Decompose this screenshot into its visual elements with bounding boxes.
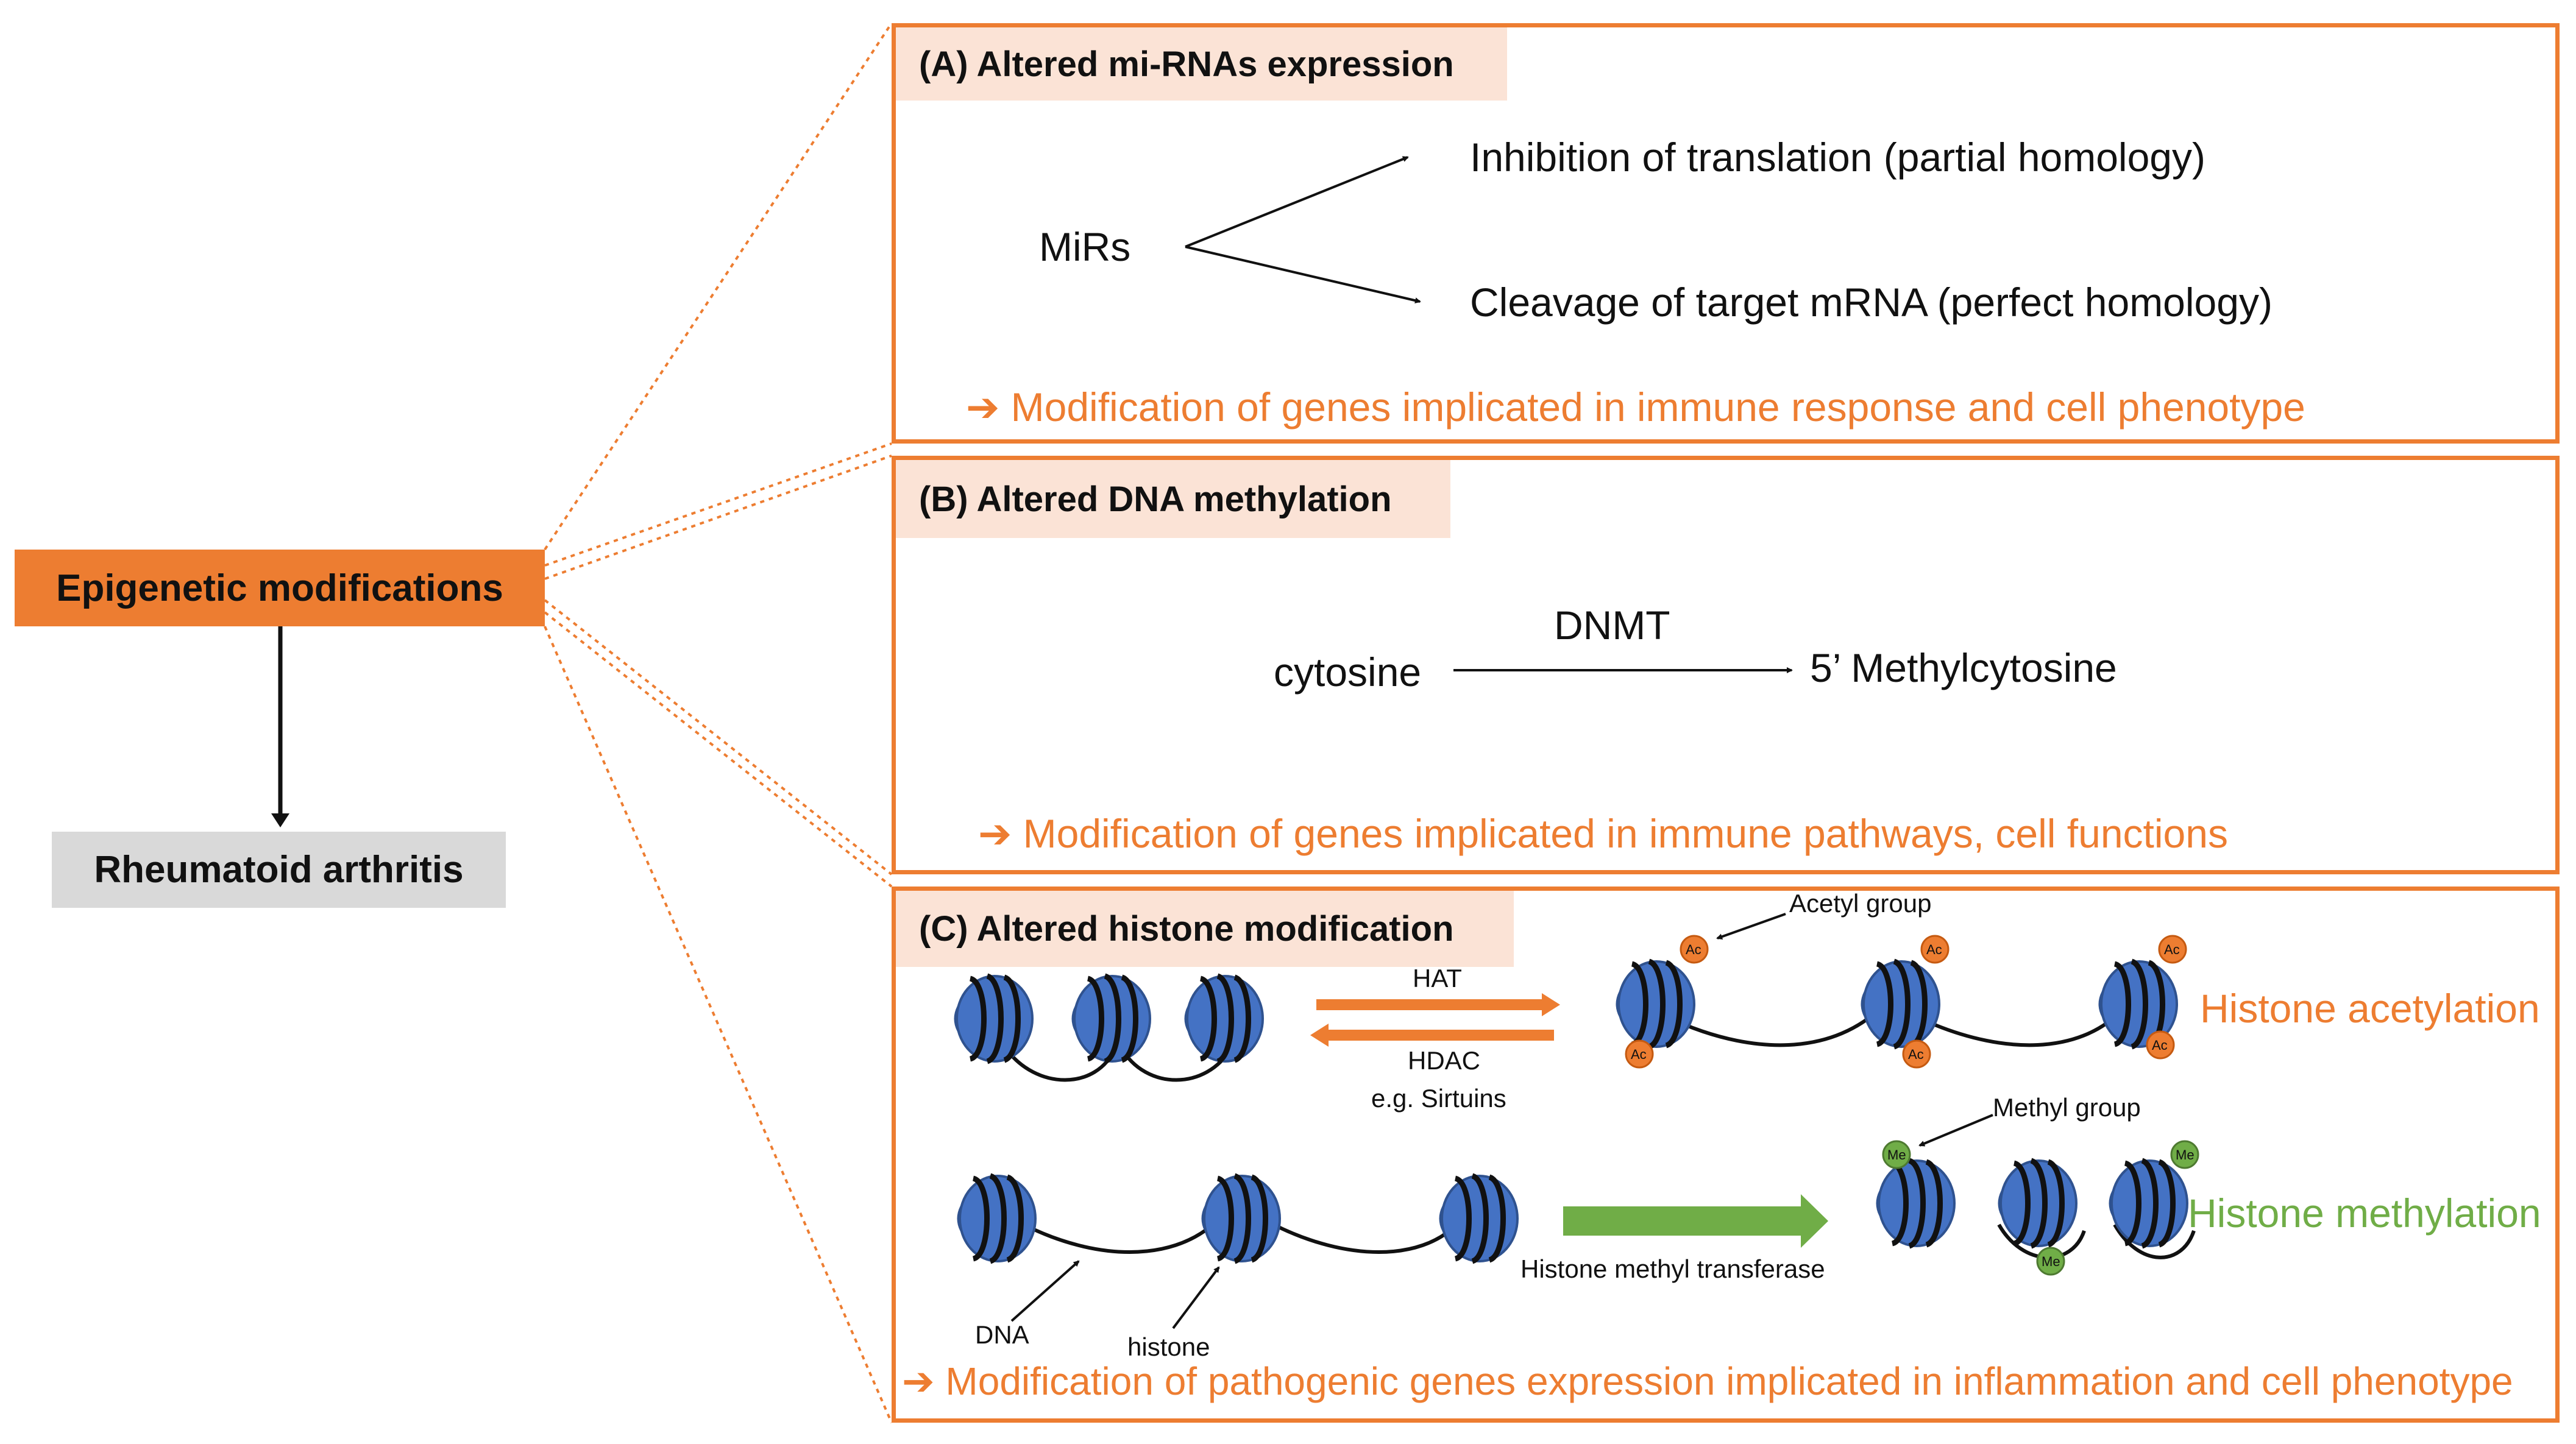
dna-label: DNA bbox=[975, 1320, 1029, 1349]
panel-a-conclusion: ➔ Modification of genes implicated in im… bbox=[966, 387, 2305, 427]
hdac-arrow bbox=[1310, 1024, 1554, 1047]
methyl-group-pointer bbox=[1918, 1114, 1993, 1147]
methylcytosine-label: 5’ Methylcytosine bbox=[1810, 645, 2117, 690]
panel-mirna: (A) Altered mi-RNAs expression bbox=[892, 23, 2560, 444]
hat-label: HAT bbox=[1413, 964, 1462, 993]
panel-histone-modification: (C) Altered histone modification bbox=[892, 887, 2560, 1423]
connector-to-a-bottom bbox=[544, 442, 892, 567]
nucleosome-icon bbox=[2110, 1161, 2187, 1246]
panel-c-title: (C) Altered histone modification bbox=[896, 891, 1514, 967]
conclusion-arrow-icon: ➔ bbox=[902, 1359, 946, 1403]
panel-a-conclusion-text: Modification of genes implicated in immu… bbox=[1010, 384, 2305, 430]
outcome-cleavage: Cleavage of target mRNA (perfect homolog… bbox=[1470, 280, 2273, 325]
ac-mark-label: Ac bbox=[1908, 1047, 1924, 1062]
histone-methyl-transferase-label: Histone methyl transferase bbox=[1520, 1255, 1825, 1283]
epigenetic-label: Epigenetic modifications bbox=[56, 567, 503, 609]
panel-a-title: (A) Altered mi-RNAs expression bbox=[896, 27, 1507, 101]
panel-c-conclusion-text: Modification of pathogenic genes express… bbox=[945, 1359, 2513, 1403]
me-mark-label: Me bbox=[2042, 1254, 2060, 1269]
methyl-group-label: Methyl group bbox=[1993, 1093, 2141, 1122]
methyl-transferase-arrow bbox=[1563, 1194, 1828, 1248]
ac-marks bbox=[1625, 935, 2187, 1069]
me-marks bbox=[1882, 1140, 2199, 1276]
ac-mark-label: Ac bbox=[1926, 942, 1942, 957]
methylated-chromatin bbox=[1877, 1161, 2196, 1259]
ac-mark-label: Ac bbox=[2152, 1038, 2168, 1053]
nucleosome-icon bbox=[1877, 1161, 1954, 1246]
me-mark-label: Me bbox=[2176, 1147, 2195, 1163]
nucleosome-icon bbox=[1073, 976, 1150, 1061]
conclusion-arrow-icon: ➔ bbox=[966, 384, 1011, 430]
connector-to-b-bottom bbox=[544, 599, 893, 876]
panel-b-conclusion: ➔ Modification of genes implicated in im… bbox=[978, 813, 2228, 854]
nucleosome-icon bbox=[1617, 961, 1694, 1047]
ac-mark-label: Ac bbox=[2164, 942, 2180, 957]
dna-pointer bbox=[1010, 1260, 1080, 1322]
cytosine-label: cytosine bbox=[1274, 649, 1422, 695]
histone-acetylation-label: Histone acetylation bbox=[2200, 986, 2540, 1031]
acetyl-group-pointer bbox=[1716, 913, 1786, 940]
nucleosome-icon bbox=[1185, 976, 1263, 1061]
connector-to-b-top bbox=[544, 455, 892, 580]
relaxed-chromatin bbox=[958, 1176, 1517, 1261]
nucleosome-icon bbox=[1440, 1176, 1517, 1261]
epi-to-ra-arrowhead bbox=[271, 813, 289, 827]
histone-label: histone bbox=[1127, 1333, 1210, 1361]
panel-b-conclusion-text: Modification of genes implicated in immu… bbox=[1023, 811, 2228, 856]
ac-mark-label: Ac bbox=[1631, 1047, 1647, 1062]
panel-dna-methylation: (B) Altered DNA methylation bbox=[892, 456, 2560, 874]
dnmt-label: DNMT bbox=[1554, 603, 1670, 648]
outcome-inhibition: Inhibition of translation (partial homol… bbox=[1470, 135, 2205, 180]
mirs-to-inhibition-arrow bbox=[1185, 156, 1409, 248]
nucleosome-icon bbox=[955, 976, 1032, 1061]
connector-to-c-top bbox=[544, 611, 893, 888]
ra-label: Rheumatoid arthritis bbox=[94, 849, 464, 891]
conclusion-arrow-icon: ➔ bbox=[978, 811, 1023, 856]
histone-pointer bbox=[1172, 1266, 1220, 1329]
acetyl-group-label: Acetyl group bbox=[1789, 889, 1932, 918]
rheumatoid-arthritis-box: Rheumatoid arthritis bbox=[52, 832, 506, 908]
nucleosome-icon bbox=[1862, 961, 1939, 1047]
ac-mark-label: Ac bbox=[1686, 942, 1701, 957]
epigenetic-modifications-box: Epigenetic modifications bbox=[15, 550, 545, 626]
mirs-to-cleavage-arrow bbox=[1185, 246, 1421, 304]
mirs-label: MiRs bbox=[1039, 224, 1131, 269]
nucleosome-icon bbox=[958, 1176, 1035, 1261]
histone-methylation-label: Histone methylation bbox=[2188, 1191, 2541, 1236]
panel-b-title: (B) Altered DNA methylation bbox=[896, 460, 1450, 538]
acetylated-chromatin bbox=[1617, 961, 2177, 1047]
hat-arrow bbox=[1316, 993, 1560, 1016]
nucleosome-icon bbox=[1999, 1161, 2076, 1246]
hdac-label: HDAC bbox=[1408, 1046, 1481, 1075]
nucleosome-icon bbox=[1202, 1176, 1280, 1261]
panel-c-conclusion: ➔ Modification of pathogenic genes expre… bbox=[902, 1362, 2513, 1401]
connector-to-c-bottom bbox=[544, 626, 893, 1423]
hdac-example-label: e.g. Sirtuins bbox=[1371, 1084, 1506, 1113]
condensed-chromatin bbox=[955, 976, 1263, 1082]
me-mark-label: Me bbox=[1887, 1147, 1906, 1163]
